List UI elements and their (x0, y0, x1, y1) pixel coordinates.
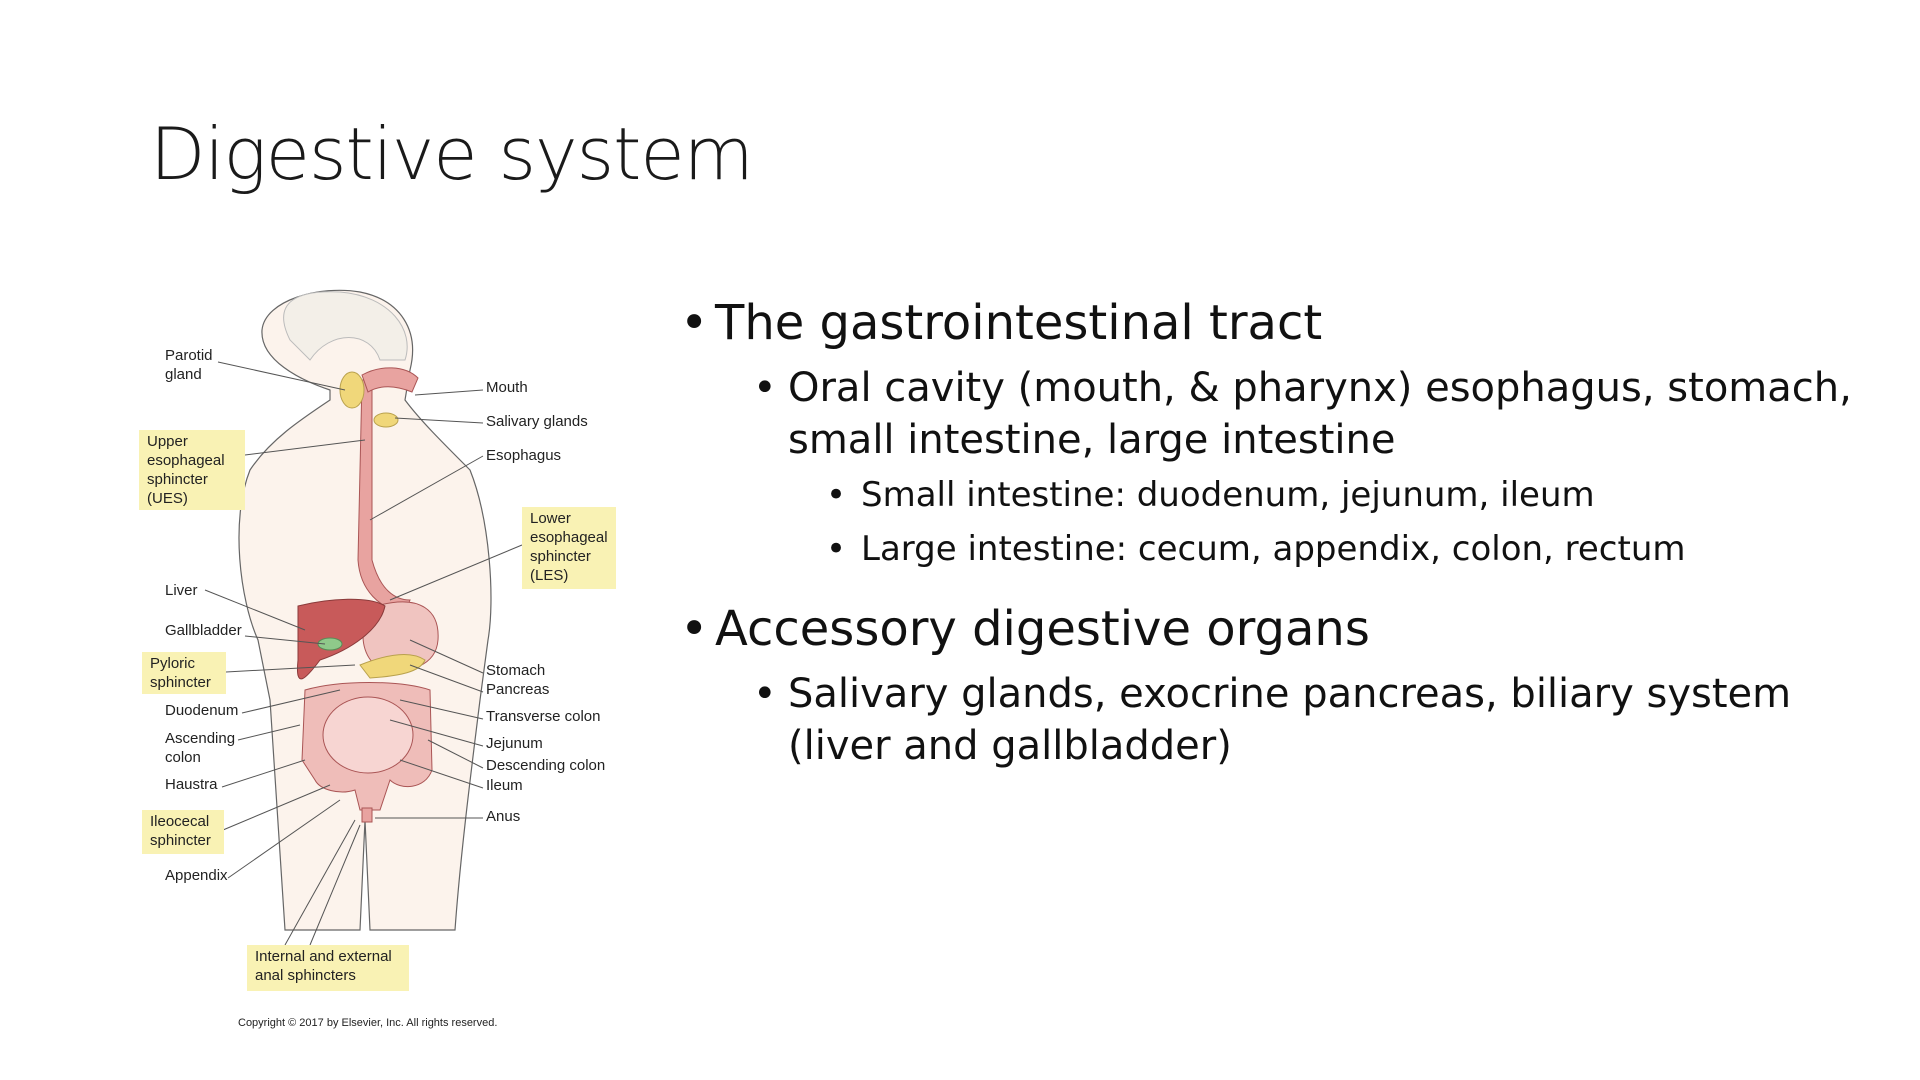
slide-title: Digestive system (150, 112, 754, 196)
salivary-gland (373, 412, 399, 428)
label-haustra: Haustra (165, 776, 218, 793)
liver (296, 598, 386, 680)
pancreas (359, 654, 426, 679)
label-jejunum: Jejunum (486, 735, 543, 752)
bullet-text: Salivary glands, exocrine pancreas, bili… (788, 671, 1792, 769)
label-ascending-colon: Ascending colon (165, 730, 236, 766)
hair (283, 291, 408, 361)
bullet-text: Accessory digestive organs (715, 601, 1370, 657)
copyright-notice: Copyright © 2017 by Elsevier, Inc. All r… (238, 1017, 498, 1029)
bullet-dot: • (826, 475, 847, 515)
bullet-list: •The gastrointestinal tract •Oral cavity… (680, 292, 1860, 778)
label-mouth: Mouth (486, 379, 528, 396)
gallbladder (317, 637, 343, 651)
bullet-text: Oral cavity (mouth, & pharynx) esophagus… (788, 365, 1852, 463)
label-salivary-glands: Salivary glands (486, 413, 588, 430)
bullet-level3: • Small intestine: duodenum, jejunum, ile… (826, 472, 1860, 518)
bullet-level2: •Salivary glands, exocrine pancreas, bil… (753, 668, 1860, 772)
label-liver: Liver (165, 582, 198, 599)
bullet-text: Large intestine: cecum, appendix, colon,… (861, 529, 1686, 569)
small-intestine (322, 696, 414, 774)
bullet-dot: • (753, 671, 777, 717)
bullet-dot: • (680, 295, 709, 351)
leader-lines (204, 361, 523, 946)
label-anal-sphincters: Internal and external anal sphincters (247, 945, 409, 991)
bullet-level2: •Oral cavity (mouth, & pharynx) esophagu… (753, 362, 1860, 466)
label-descending-colon: Descending colon (486, 757, 606, 774)
anus (361, 807, 373, 823)
label-duodenum: Duodenum (165, 702, 239, 719)
bullet-dot: • (753, 365, 777, 411)
bullet-dot: • (826, 529, 847, 569)
mouth-cavity (361, 367, 419, 393)
label-esophagus: Esophagus (486, 447, 562, 464)
bullet-level3: • Large intestine: cecum, appendix, colon… (826, 526, 1860, 572)
bullet-level1: •Accessory digestive organs (680, 598, 1860, 660)
label-parotid-gland: Parotid gland (165, 347, 213, 383)
bullet-text: The gastrointestinal tract (715, 295, 1323, 351)
bullet-text: Small intestine: duodenum, jejunum, ileu… (861, 475, 1595, 515)
label-appendix: Appendix (165, 867, 228, 884)
label-ues: Upper esophageal sphincter (UES) (139, 430, 245, 510)
label-pyloric-sphincter: Pyloric sphincter (142, 652, 226, 694)
label-transverse-colon: Transverse colon (486, 708, 601, 725)
label-ileocecal-sphincter: Ileocecal sphincter (142, 810, 224, 854)
label-ileum: Ileum (486, 777, 523, 794)
label-pancreas: Pancreas (486, 681, 550, 698)
label-gallbladder: Gallbladder (165, 622, 242, 639)
label-les: Lower esophageal sphincter (LES) (522, 507, 616, 589)
label-stomach: Stomach (486, 662, 546, 679)
bullet-dot: • (680, 601, 709, 657)
parotid-gland (339, 371, 365, 409)
label-anus: Anus (486, 808, 521, 825)
bullet-level1: •The gastrointestinal tract (680, 292, 1860, 354)
